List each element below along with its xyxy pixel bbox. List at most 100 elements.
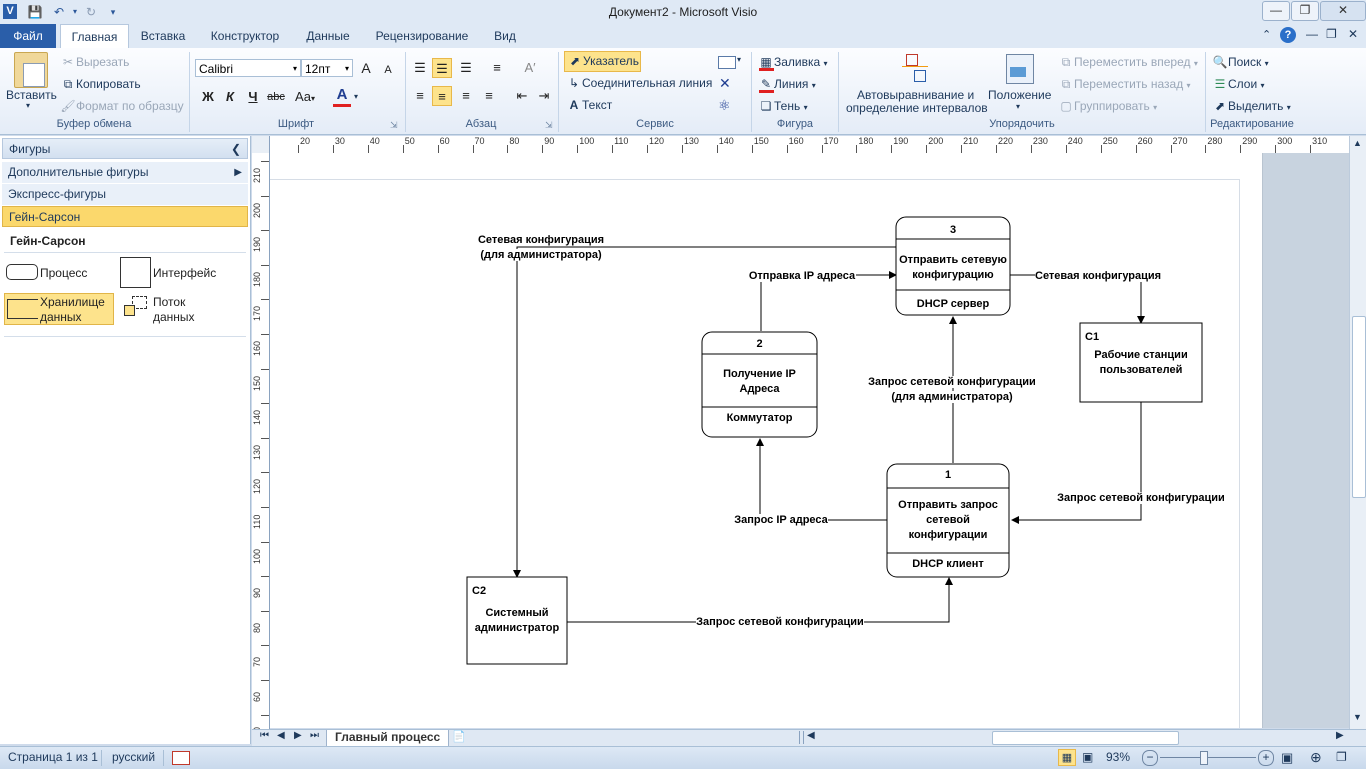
drawing-page[interactable] xyxy=(270,153,1263,728)
horizontal-scroll-thumb[interactable] xyxy=(992,731,1179,745)
cut-button[interactable]: ✂Вырезать xyxy=(60,54,129,70)
data-flow-label-line1[interactable]: Поток xyxy=(153,295,186,309)
close-x-icon[interactable]: ✕ xyxy=(719,75,731,91)
connector-tool-button[interactable]: ↳Соединительная линия xyxy=(566,75,712,91)
copy-button[interactable]: ⧉Копировать xyxy=(60,76,141,92)
doc-minimize-icon[interactable]: — xyxy=(1306,27,1318,41)
tab-home[interactable]: Главная xyxy=(60,24,129,48)
last-page-icon[interactable]: ⏭ xyxy=(310,730,319,741)
gane-sarson-stencil-item[interactable]: Гейн-Сарсон xyxy=(2,206,248,227)
pointer-tool-button[interactable]: ⬈Указатель xyxy=(564,51,641,72)
interface-shape-icon[interactable] xyxy=(120,257,151,288)
strikethrough-button[interactable]: abc xyxy=(267,91,285,103)
align-left-icon[interactable]: ≡ xyxy=(416,88,424,103)
normal-view-icon[interactable]: ▦ xyxy=(1058,749,1076,766)
switch-windows-icon[interactable]: ❐ xyxy=(1336,750,1347,764)
tab-review[interactable]: Рецензирование xyxy=(375,29,469,43)
position-button-label[interactable]: Положение xyxy=(988,88,1052,102)
paste-button-label[interactable]: Вставить xyxy=(6,88,57,102)
format-painter-button[interactable]: 🖌Формат по образцу xyxy=(60,98,183,114)
auto-align-icon[interactable] xyxy=(900,52,930,84)
undo-dropdown-icon[interactable]: ▾ xyxy=(72,7,77,16)
prev-page-icon[interactable]: ◀ xyxy=(277,730,285,741)
underline-button[interactable]: Ч xyxy=(248,89,258,104)
data-store-shape-tile[interactable] xyxy=(4,293,114,325)
tab-data[interactable]: Данные xyxy=(306,29,350,43)
font-size-combo[interactable]: 12пт▾ xyxy=(301,59,353,77)
zoom-slider-thumb[interactable] xyxy=(1200,751,1208,765)
shapes-dropdown-icon[interactable]: ▾ xyxy=(737,55,742,64)
align-middle-icon[interactable]: ☰ xyxy=(432,58,452,78)
shadow-button[interactable]: ❏Тень ▾ xyxy=(758,98,808,114)
more-shapes-menu[interactable]: Дополнительные фигуры▶ xyxy=(2,162,248,183)
maximize-button[interactable]: ❐ xyxy=(1291,1,1319,21)
tab-file[interactable]: Файл xyxy=(0,24,56,48)
drawing-canvas[interactable]: 3 Отправить сетевую конфигурацию DHCP се… xyxy=(270,153,1349,728)
font-color-dropdown-icon[interactable]: ▾ xyxy=(354,92,359,101)
tab-design[interactable]: Конструктор xyxy=(210,29,280,43)
presentation-mode-icon[interactable]: ▣ xyxy=(1082,750,1094,764)
change-case-button[interactable]: Aa▾ xyxy=(292,87,318,107)
redo-icon[interactable]: ↻ xyxy=(85,5,97,19)
bring-forward-button[interactable]: ⧉Переместить вперед ▾ xyxy=(1058,54,1198,70)
auto-align-button-line1[interactable]: Автовыравнивание и xyxy=(857,88,975,102)
connection-point-icon[interactable]: ⚛ xyxy=(718,97,731,113)
undo-icon[interactable]: ↶ xyxy=(53,5,65,19)
close-button[interactable]: ✕ xyxy=(1320,1,1366,21)
doc-restore-icon[interactable]: ❐ xyxy=(1326,27,1337,41)
process-shape-icon[interactable] xyxy=(6,264,38,280)
language-status[interactable]: русский xyxy=(112,750,156,764)
vertical-scrollbar[interactable]: ▲ ▼ xyxy=(1349,136,1366,729)
font-color-button[interactable]: A xyxy=(332,85,352,105)
justify-icon[interactable]: ≡ xyxy=(485,88,493,103)
align-bottom-icon[interactable]: ☰ xyxy=(460,60,472,75)
tab-split-handle[interactable] xyxy=(799,731,804,744)
layers-button[interactable]: ☰Слои ▾ xyxy=(1212,76,1265,92)
italic-button[interactable]: К xyxy=(226,89,234,104)
increase-indent-icon[interactable]: ⇥ xyxy=(538,88,550,103)
position-icon[interactable] xyxy=(1006,54,1034,84)
position-dropdown-icon[interactable]: ▾ xyxy=(1016,102,1021,111)
macro-record-icon[interactable] xyxy=(172,751,190,765)
fill-button[interactable]: ▦Заливка ▾ xyxy=(758,54,827,70)
text-direction-icon[interactable]: A′ xyxy=(524,60,536,75)
fit-page-icon[interactable]: ▣ xyxy=(1281,750,1294,765)
tab-insert[interactable]: Вставка xyxy=(140,29,186,43)
insert-page-icon[interactable]: 📄 xyxy=(452,731,466,743)
page-tab-main-process[interactable]: Главный процесс xyxy=(326,730,450,747)
send-backward-button[interactable]: ⧉Переместить назад ▾ xyxy=(1058,76,1191,92)
tab-view[interactable]: Вид xyxy=(494,29,516,43)
collapse-pane-icon[interactable]: ❮ xyxy=(230,142,241,156)
font-family-combo[interactable]: Calibri▾ xyxy=(195,59,301,77)
paste-icon[interactable] xyxy=(14,52,48,88)
line-button[interactable]: ✎Линия ▾ xyxy=(758,76,816,92)
zoom-level[interactable]: 93% xyxy=(1106,750,1131,764)
zoom-out-icon[interactable]: − xyxy=(1142,750,1158,766)
paste-dropdown-icon[interactable]: ▾ xyxy=(26,101,31,110)
interface-shape-label[interactable]: Интерфейс xyxy=(153,266,217,280)
scroll-down-icon[interactable]: ▼ xyxy=(1353,712,1362,722)
align-center-icon[interactable]: ≡ xyxy=(432,86,452,106)
first-page-icon[interactable]: ⏮ xyxy=(260,730,269,741)
save-icon[interactable]: 💾 xyxy=(27,5,43,19)
pan-zoom-icon[interactable]: ⊕ xyxy=(1310,749,1322,765)
process-shape-label[interactable]: Процесс xyxy=(40,266,88,280)
grow-font-button[interactable]: A xyxy=(361,60,371,76)
align-top-icon[interactable]: ☰ xyxy=(414,60,426,75)
find-button[interactable]: 🔍Поиск ▾ xyxy=(1212,54,1269,70)
auto-align-button-line2[interactable]: определение интервалов xyxy=(846,101,988,115)
zoom-slider-track[interactable] xyxy=(1160,757,1256,758)
bold-button[interactable]: Ж xyxy=(202,89,214,104)
minimize-ribbon-icon[interactable]: ⌃ xyxy=(1262,29,1272,41)
zoom-in-icon[interactable]: + xyxy=(1258,750,1274,766)
customize-quick-access-icon[interactable]: ▾ xyxy=(110,7,116,17)
next-page-icon[interactable]: ▶ xyxy=(294,730,302,741)
data-flow-label-line2[interactable]: данных xyxy=(153,310,195,324)
help-icon[interactable]: ? xyxy=(1280,27,1296,43)
page-number-status[interactable]: Страница 1 из 1 xyxy=(8,750,98,764)
scroll-left-icon[interactable]: ◀ xyxy=(807,730,815,741)
scroll-up-icon[interactable]: ▲ xyxy=(1353,138,1362,148)
bullets-icon[interactable]: ≡ xyxy=(493,60,501,75)
scroll-right-icon[interactable]: ▶ xyxy=(1336,730,1344,741)
